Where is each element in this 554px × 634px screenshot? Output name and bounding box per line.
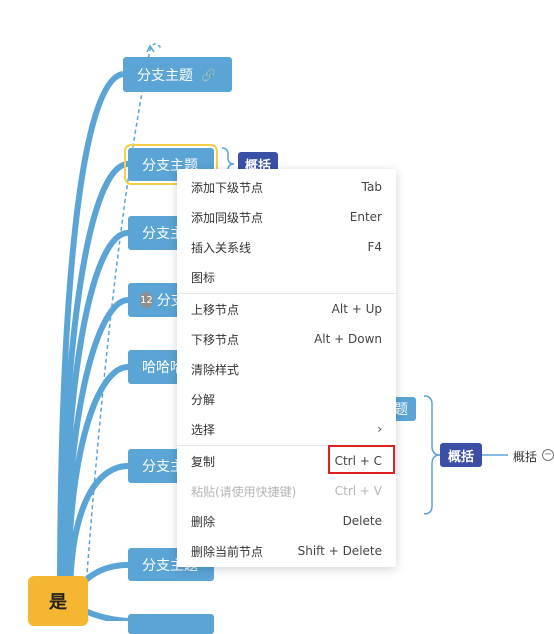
menu-item-label: 添加同级节点 [191,210,264,225]
branch-topic-1[interactable]: 分支主题 🔗 [123,57,232,92]
menu-divider [177,293,396,294]
menu-item-delete[interactable]: 删除 Delete [177,506,396,536]
menu-item-label: 下移节点 [191,332,240,347]
menu-item-insert-relation[interactable]: 插入关系线 F4 [177,232,396,262]
menu-item-add-child[interactable]: 添加下级节点 Tab [177,172,396,202]
menu-item-shortcut: Delete [342,514,382,528]
menu-item-copy[interactable]: 复制 Ctrl + C [177,446,396,476]
menu-divider [177,445,396,446]
summary-tag-right[interactable]: 概括 [440,443,482,467]
menu-item-label: 插入关系线 [191,240,252,255]
menu-item-label: 分解 [191,392,216,407]
menu-item-label: 删除 [191,514,216,529]
menu-item-label: 图标 [191,270,216,285]
branch-label: 分支主题 [137,67,193,84]
menu-item-label: 删除当前节点 [191,544,264,559]
menu-item-label: 上移节点 [191,302,240,317]
menu-item-shortcut: Ctrl + C [334,454,382,468]
menu-item-shortcut: Ctrl + V [334,484,382,498]
menu-item-select[interactable]: 选择 › [177,414,396,444]
menu-item-move-down[interactable]: 下移节点 Alt + Down [177,324,396,354]
menu-item-label: 选择 [191,422,216,437]
root-topic[interactable]: 是 [28,576,88,626]
menu-item-shortcut: Tab [361,180,382,194]
menu-item-paste[interactable]: 粘贴(请使用快捷键) Ctrl + V [177,476,396,506]
collapse-icon[interactable]: − [542,449,554,461]
menu-item-shortcut: Enter [349,210,382,224]
menu-item-icon[interactable]: 图标 [177,262,396,292]
branch-topic-8[interactable] [128,614,214,634]
summary-child-topic[interactable]: 概括 [513,450,538,464]
chevron-right-icon: › [377,422,382,436]
menu-item-shortcut: Alt + Up [331,302,382,316]
menu-item-shortcut: Shift + Delete [297,544,382,558]
menu-item-split[interactable]: 分解 [177,384,396,414]
menu-item-label: 粘贴(请使用快捷键) [191,484,297,499]
branch-label: 哈哈哈哈 [142,360,188,376]
branch-label: 分支主题 [142,459,188,475]
highlight-box [328,445,395,474]
menu-item-label: 复制 [191,454,216,469]
menu-item-shortcut: F4 [367,240,382,254]
menu-item-label: 添加下级节点 [191,180,264,195]
menu-item-move-up[interactable]: 上移节点 Alt + Up [177,294,396,324]
branch-label: 分支主题 [142,226,188,242]
menu-item-shortcut: Alt + Down [314,332,382,346]
link-icon[interactable]: 🔗 [201,67,216,82]
priority-badge: 12 [140,292,153,308]
menu-item-add-sibling[interactable]: 添加同级节点 Enter [177,202,396,232]
context-menu: 添加下级节点 Tab 添加同级节点 Enter 插入关系线 F4 图标 上移节点… [177,169,396,567]
menu-item-clear-style[interactable]: 清除样式 [177,354,396,384]
menu-item-label: 清除样式 [191,362,240,377]
partial-topic-label: 题 [394,402,408,418]
menu-item-delete-current[interactable]: 删除当前节点 Shift + Delete [177,536,396,566]
